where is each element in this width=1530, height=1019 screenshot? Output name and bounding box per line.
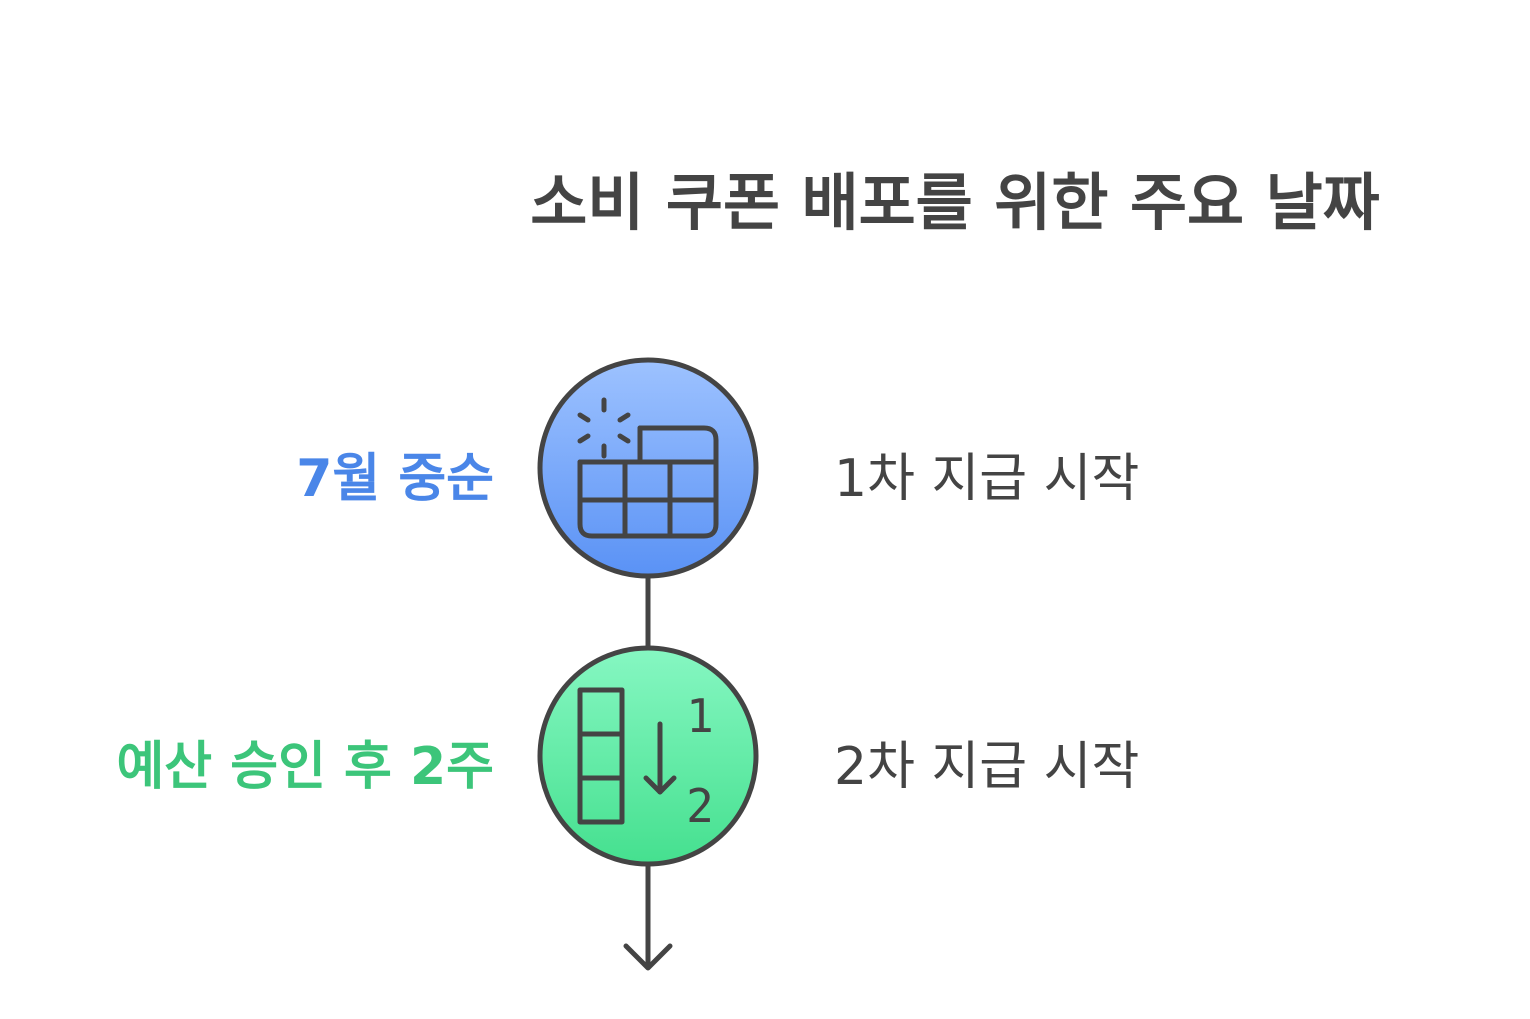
sort-label-1: 1: [686, 689, 714, 743]
step-2-node: 1 2: [537, 645, 759, 867]
step-1-node: [537, 357, 759, 579]
page-title: 소비 쿠폰 배포를 위한 주요 날짜: [530, 166, 1380, 239]
step-1-date: 7월 중순: [296, 449, 494, 509]
sort-label-2: 2: [686, 779, 714, 833]
step-1-description: 1차 지급 시작: [834, 449, 1140, 509]
sort-numeric-down-icon: [577, 687, 677, 825]
step-2-description: 2차 지급 시작: [834, 737, 1140, 797]
arrow-down-icon: [623, 943, 673, 971]
calendar-table-icon: [577, 397, 719, 539]
step-2-date: 예산 승인 후 2주: [116, 737, 494, 797]
